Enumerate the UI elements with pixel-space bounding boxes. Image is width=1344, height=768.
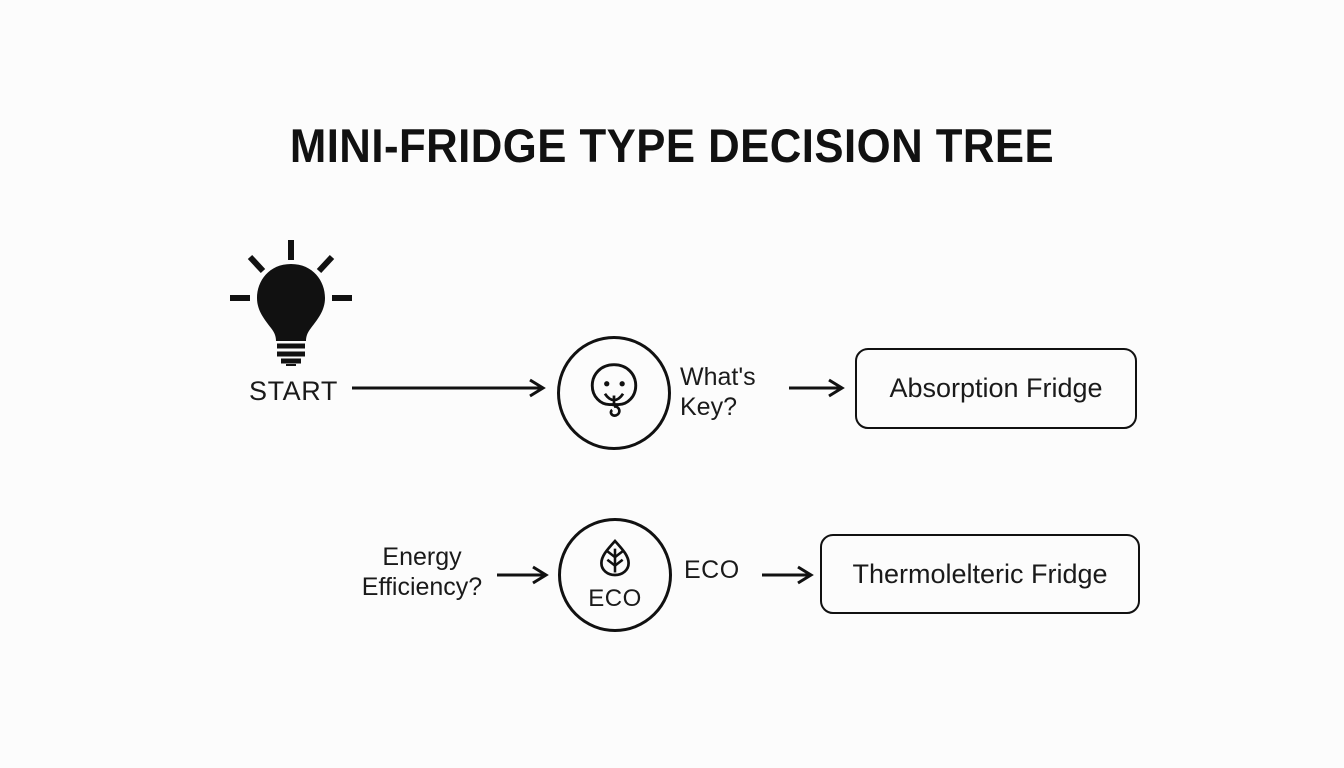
- edge-label-eco: ECO: [684, 556, 740, 584]
- question-label-energy-efficiency: Energy Efficiency?: [361, 543, 483, 601]
- decision-node-key[interactable]: [557, 336, 671, 450]
- start-label: START: [248, 376, 338, 406]
- face-spiral-icon: [585, 359, 643, 428]
- result-box-thermoelectric[interactable]: Thermolelteric Fridge: [820, 534, 1140, 614]
- arrow-eco-to-thermo: [762, 563, 820, 587]
- decision-node-eco[interactable]: ECO: [558, 518, 672, 632]
- result-label-absorption: Absorption Fridge: [889, 373, 1103, 403]
- leaf-icon: [598, 538, 632, 583]
- result-label-thermoelectric: Thermolelteric Fridge: [852, 558, 1108, 589]
- arrow-key-to-absorption: [789, 376, 851, 400]
- arrow-start-to-key: [352, 376, 552, 400]
- edge-label-whats-key: What's Key?: [680, 363, 756, 421]
- page-title: MINI-FRIDGE TYPE DECISION TREE: [289, 119, 1055, 172]
- arrow-energy-to-eco: [497, 563, 555, 587]
- eco-node-label: ECO: [588, 584, 642, 612]
- lightbulb-icon: [228, 238, 354, 367]
- result-box-absorption[interactable]: Absorption Fridge: [855, 348, 1137, 429]
